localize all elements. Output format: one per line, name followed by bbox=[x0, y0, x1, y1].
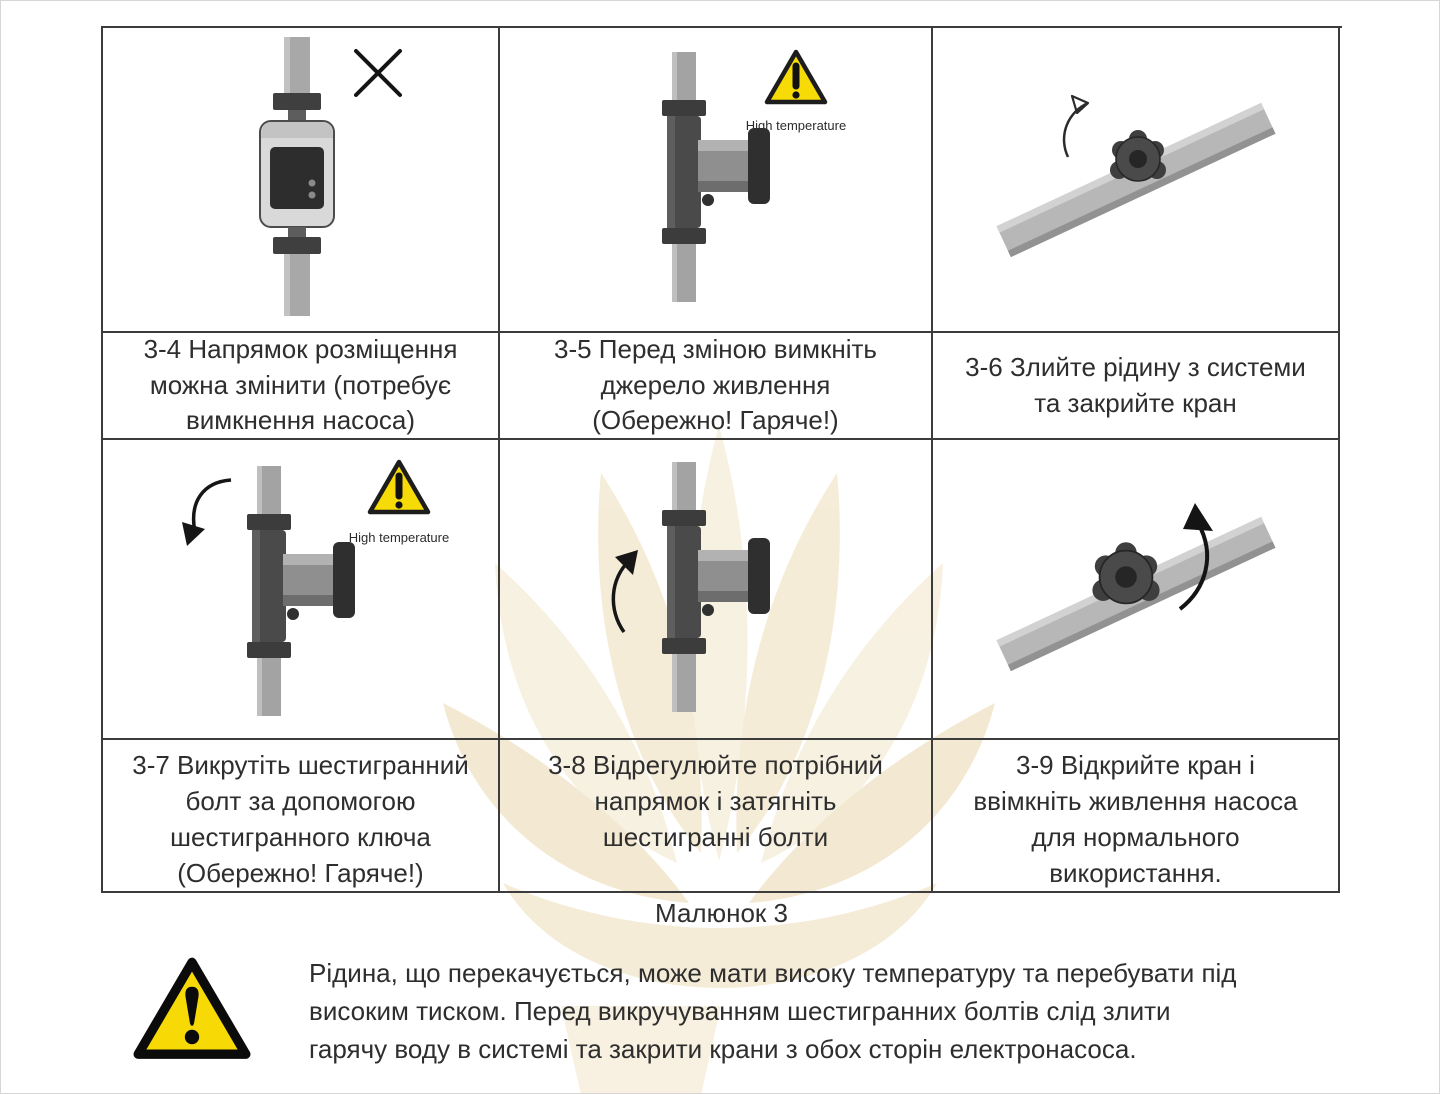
pump-horizontal-illustration: High temperature bbox=[661, 49, 846, 302]
warning-note: Рідина, що перекачується, може мати висо… bbox=[131, 943, 1429, 1075]
circulation-pump-illustration bbox=[246, 466, 355, 716]
circulation-pump-illustration bbox=[661, 51, 770, 302]
step-caption: 3-6 Злийте рідину з системи та закрийте … bbox=[965, 351, 1306, 418]
circulation-pump-illustration bbox=[661, 462, 770, 712]
high-temperature-label: High temperature bbox=[745, 118, 845, 133]
valve-open-illustration bbox=[995, 503, 1276, 672]
figure-cell-3-4-image bbox=[103, 28, 500, 333]
high-temperature-warning-icon bbox=[367, 459, 430, 515]
rotate-arrow-icon bbox=[181, 478, 231, 546]
warning-triangle-icon bbox=[133, 957, 251, 1059]
rotate-arrow-icon bbox=[611, 550, 638, 634]
rotate-arrow-icon bbox=[1178, 503, 1213, 611]
figure-cell-3-8-caption: 3-8 Відрегулюйте потрібний напрямок і за… bbox=[500, 740, 933, 893]
step-caption: 3-7 Викрутіть шестигранний болт за допом… bbox=[132, 750, 469, 888]
warning-note-text: Рідина, що перекачується, може мати висо… bbox=[309, 958, 1237, 1064]
step-caption: 3-9 Відкрийте кран і ввімкніть живлення … bbox=[973, 750, 1298, 888]
figure-cell-3-5-caption: 3-5 Перед зміною вимкніть джерело живлен… bbox=[500, 333, 933, 440]
figure-cell-3-4-caption: 3-4 Напрямок розміщення можна змінити (п… bbox=[103, 333, 500, 440]
high-temperature-warning-icon bbox=[764, 49, 827, 104]
figure-cell-3-7-image: High temperature bbox=[103, 440, 500, 740]
figure-cell-3-9-caption: 3-9 Відкрийте кран і ввімкніть живлення … bbox=[933, 740, 1340, 893]
figure-grid: High temperature bbox=[101, 26, 1342, 893]
figure-cell-3-8-image bbox=[500, 440, 933, 740]
figure-cell-3-5-image: High temperature bbox=[500, 28, 933, 333]
pump-unscrew-illustration: High temperature bbox=[181, 459, 449, 716]
step-caption: 3-4 Напрямок розміщення можна змінити (п… bbox=[143, 333, 458, 436]
valve-wheel-icon bbox=[1091, 542, 1160, 605]
figure-cell-3-6-caption: 3-6 Злийте рідину з системи та закрийте … bbox=[933, 333, 1340, 440]
valve-wheel-icon bbox=[1109, 129, 1166, 182]
high-temperature-label: High temperature bbox=[348, 530, 448, 545]
valve-on-pipe-illustration bbox=[995, 94, 1276, 257]
figure-cell-3-6-image bbox=[933, 28, 1340, 333]
pump-vertical-illustration bbox=[258, 37, 402, 316]
figure-cell-3-7-caption: 3-7 Викрутіть шестигранний болт за допом… bbox=[103, 740, 500, 893]
step-caption: 3-5 Перед зміною вимкніть джерело живлен… bbox=[554, 333, 877, 436]
step-caption: 3-8 Відрегулюйте потрібний напрямок і за… bbox=[548, 750, 883, 852]
x-mark-icon bbox=[353, 49, 402, 97]
rotate-arrow-icon bbox=[1062, 94, 1089, 158]
figure-caption: Малюнок 3 bbox=[655, 898, 788, 928]
figure-cell-3-9-image bbox=[933, 440, 1340, 740]
pump-adjust-illustration bbox=[611, 462, 770, 712]
